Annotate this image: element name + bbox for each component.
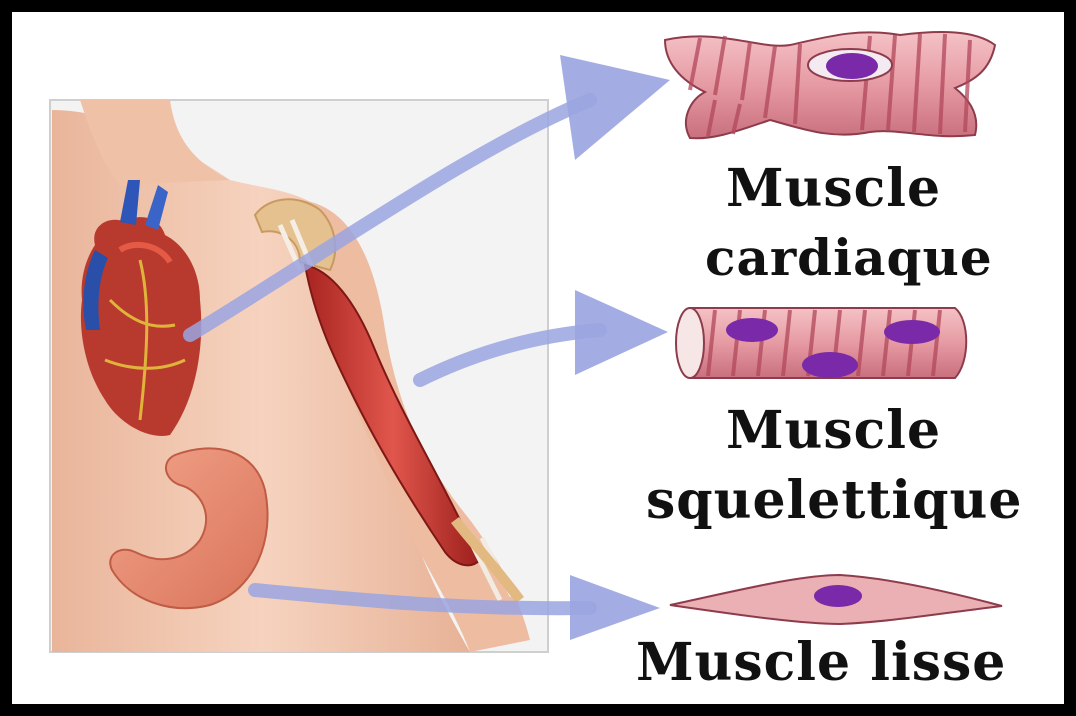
label-smooth-muscle: Muscle lisse — [636, 632, 1006, 693]
skeletal-nucleus-3 — [802, 352, 858, 378]
label-skeletal-muscle-line1: Muscle — [726, 400, 941, 461]
label-cardiac-muscle-line2: cardiaque — [705, 228, 993, 287]
cardiac-fiber — [665, 32, 995, 138]
label-skeletal-muscle-line2: squelettique — [646, 470, 1022, 531]
arrowhead-cardiac — [560, 55, 670, 160]
arrowhead-smooth — [570, 575, 660, 640]
label-cardiac-muscle-line1: Muscle — [726, 158, 941, 219]
arrowhead-skeletal — [575, 290, 668, 375]
skeletal-fiber — [676, 308, 966, 378]
smooth-fiber — [670, 575, 1002, 624]
smooth-nucleus — [814, 585, 862, 607]
skeletal-nucleus-1 — [726, 318, 778, 342]
cardiac-nucleus — [826, 53, 878, 79]
skeletal-nucleus-2 — [884, 320, 940, 344]
